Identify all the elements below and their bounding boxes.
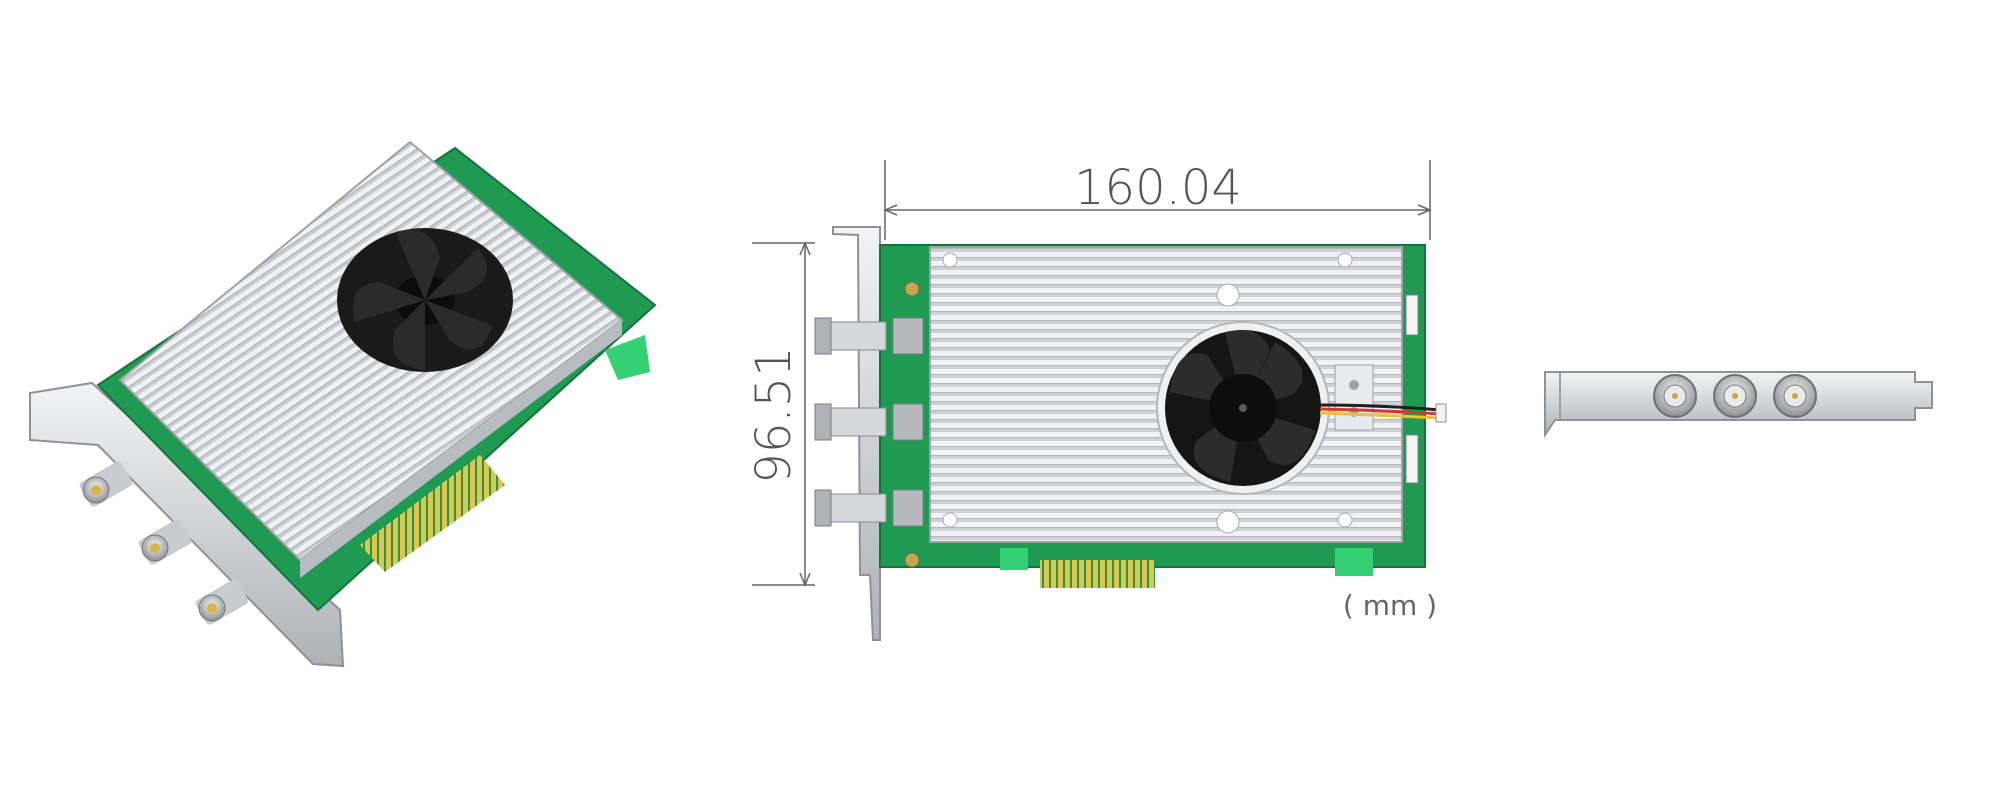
mounting-hole-icon: [1216, 510, 1240, 534]
angled-pcb-tab: [605, 335, 650, 380]
height-dimension-label: 96.51: [746, 346, 802, 483]
angled-bnc-connector-icon: [195, 579, 249, 625]
screw-icon: [1349, 380, 1359, 390]
mounting-hole-icon: [942, 512, 958, 528]
width-dimension-label: 160.04: [1074, 160, 1242, 216]
mounting-hole-icon: [1337, 512, 1353, 528]
top-view-bnc-connector-icon: [814, 317, 924, 355]
width-dimension: [883, 160, 1432, 240]
angled-fan-icon: [337, 228, 513, 372]
fan-cable-clip: [1334, 364, 1374, 431]
angled-heatsink-edge: [300, 320, 622, 578]
fan-connector: [1435, 403, 1447, 423]
screw-icon: [904, 552, 920, 568]
mounting-hole-icon: [1216, 283, 1240, 307]
mounting-hole-icon: [1337, 252, 1353, 268]
side-bnc-connector-icon: [1773, 374, 1817, 418]
angled-product-view: [29, 140, 657, 668]
header-connector: [1405, 434, 1419, 484]
top-view-pcb-tab: [1335, 548, 1373, 576]
top-view-bnc-connector-icon: [814, 403, 924, 441]
bracket-side-view: [1544, 371, 1933, 439]
side-bnc-connector-icon: [1713, 374, 1757, 418]
unit-label: ( mm ): [1343, 589, 1437, 622]
fan-cable: [1319, 403, 1441, 420]
mounting-hole-icon: [942, 252, 958, 268]
header-connector: [1405, 294, 1419, 336]
top-view-with-dimensions: 160.04 96.51 ( mm ): [746, 160, 1447, 641]
height-dimension: [752, 241, 815, 587]
side-bnc-connector-icon: [1653, 374, 1697, 418]
screw-icon: [904, 281, 920, 297]
angled-bnc-connector-icon: [138, 519, 192, 565]
top-view-pcb-tab: [1000, 548, 1028, 570]
top-view-fan-icon: [1156, 321, 1330, 495]
angled-gold-fingers: [360, 455, 505, 572]
top-view-gold-fingers: [1040, 560, 1155, 588]
top-view-bnc-connector-icon: [814, 489, 924, 527]
angled-bnc-connector-icon: [79, 461, 133, 507]
